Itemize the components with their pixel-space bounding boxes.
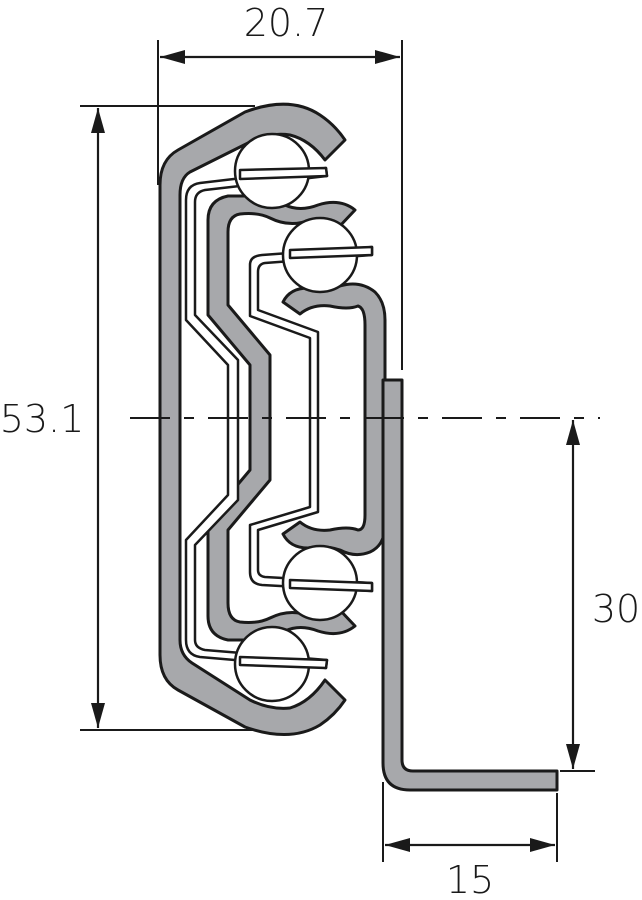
cage-tip-4 — [238, 655, 329, 670]
arrow-up-icon — [566, 420, 580, 445]
dim-label-total-height: 53.1 — [0, 397, 84, 441]
cage-tip-3 — [288, 578, 374, 593]
arrow-left-icon — [160, 50, 185, 64]
dim-label-flange-width: 15 — [446, 858, 494, 900]
cage-tip-2 — [288, 245, 374, 260]
dim-label-mount-height: 30 — [592, 587, 640, 631]
arrow-up-icon — [91, 108, 105, 133]
outer-ball-cage — [184, 166, 329, 670]
outer-rail — [158, 102, 347, 737]
dim-label-top-width: 20.7 — [244, 1, 329, 45]
arrow-right-icon — [530, 838, 555, 852]
intermediate-rail — [206, 194, 357, 642]
arrow-left-icon — [385, 838, 410, 852]
mounting-bracket — [381, 378, 559, 792]
arrow-down-icon — [91, 703, 105, 728]
cage-tip-1 — [238, 166, 329, 181]
arrow-down-icon — [566, 744, 580, 769]
arrow-right-icon — [375, 50, 400, 64]
